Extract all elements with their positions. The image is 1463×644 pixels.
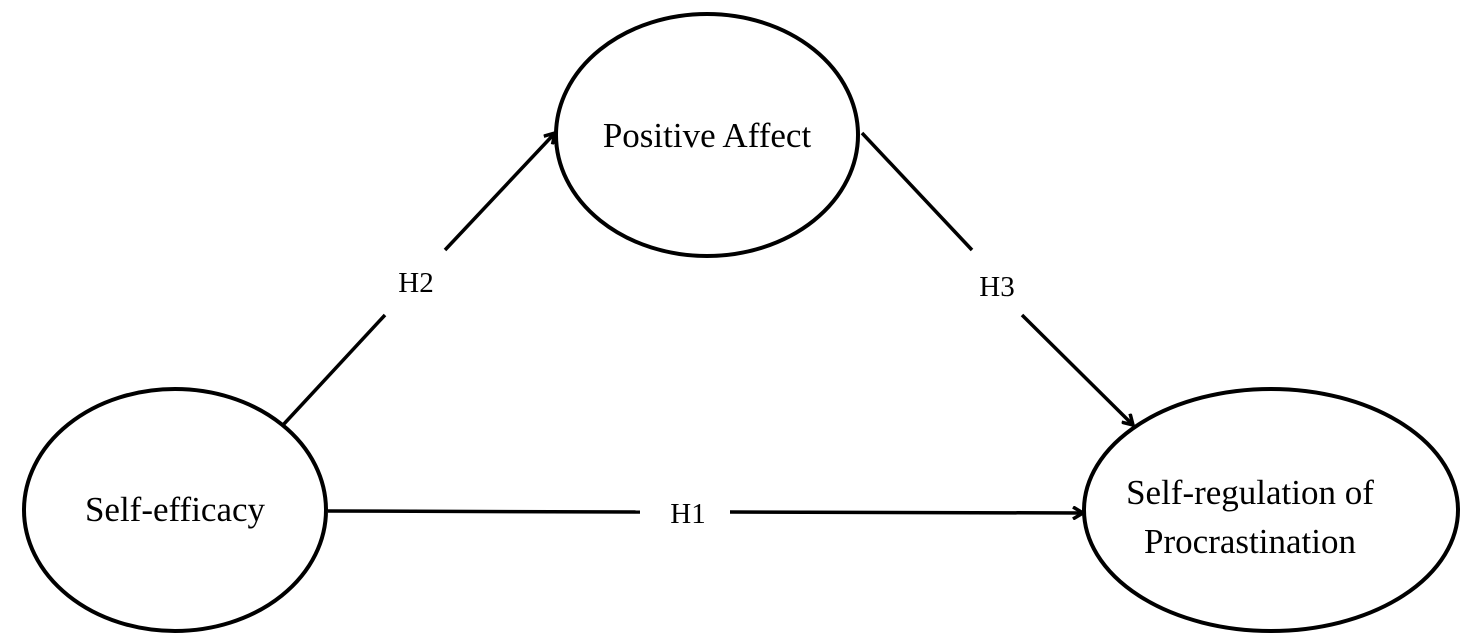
- node-self-regulation: Self-regulation of Procrastination: [1082, 387, 1460, 633]
- edge-label-h1: H1: [670, 498, 705, 530]
- edge-label-h2: H2: [398, 267, 433, 299]
- node-label: Positive Affect: [603, 116, 812, 155]
- edge-label-h3: H3: [979, 271, 1014, 303]
- node-label: Self-efficacy: [85, 490, 266, 529]
- edge-h2: H2: [281, 133, 555, 427]
- node-self-efficacy: Self-efficacy: [22, 387, 328, 633]
- node-positive-affect: Positive Affect: [554, 12, 860, 258]
- edge-h1: H1: [327, 498, 1083, 530]
- edge-h3: H3: [860, 131, 1133, 425]
- node-label-line1: Self-regulation of: [1126, 473, 1374, 512]
- node-label-line2: Procrastination: [1144, 522, 1356, 561]
